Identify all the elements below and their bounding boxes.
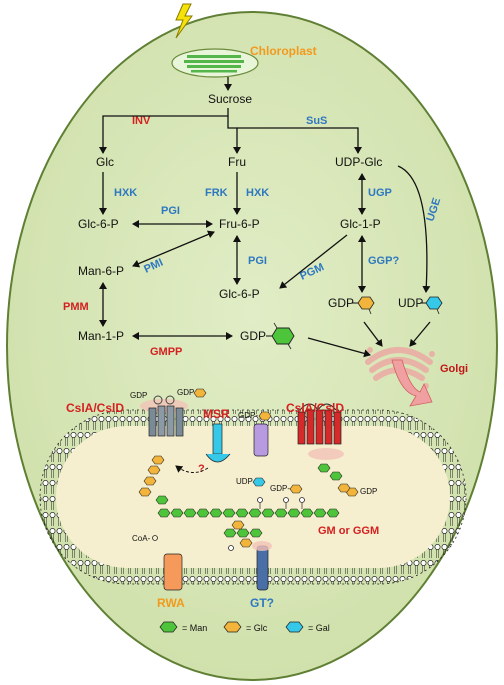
fru6p-label: Fru-6-P — [219, 217, 260, 231]
golgi-label: Golgi — [440, 363, 468, 375]
gdp-mid: GDP- — [238, 411, 258, 420]
ugp-label: UGP — [368, 187, 392, 199]
rwa-icon — [163, 553, 183, 591]
msr-icon — [205, 423, 231, 463]
legend-gal-label: = Gal — [308, 623, 330, 633]
golgi-icon — [365, 347, 435, 407]
legend-man-label: = Man — [182, 623, 207, 633]
chloroplast-icon — [171, 48, 259, 78]
sus-label: SuS — [306, 115, 327, 127]
gdp-lower: GDP- — [270, 484, 290, 493]
gdp-man-label: GDP — [240, 329, 266, 343]
csla-csld-right-icon — [297, 403, 344, 460]
purple-transporter-icon — [253, 423, 269, 457]
product-label: GM or GGM — [318, 525, 379, 537]
frk-label: FRK — [205, 187, 228, 199]
csla-csld-left-icon — [140, 395, 188, 437]
pgi-label-2: PGI — [248, 255, 267, 267]
glc6p-b-label: Glc-6-P — [219, 287, 260, 301]
pgi-label-1: PGI — [161, 205, 180, 217]
glc6p-label: Glc-6-P — [78, 217, 119, 231]
gmpp-label: GMPP — [150, 346, 182, 358]
sucrose-label: Sucrose — [208, 92, 252, 106]
gdp-top-1: GDP — [130, 391, 147, 400]
polysaccharide-chain — [138, 455, 351, 551]
gdp-top-2: GDP- — [177, 388, 197, 397]
udp-glc-label: UDP-Glc — [335, 155, 382, 169]
udp-gal-label: UDP — [398, 296, 423, 310]
chloroplast-label: Chloroplast — [250, 44, 317, 58]
legend-glc-label: = Glc — [246, 623, 268, 633]
man1p-label: Man-1-P — [78, 329, 124, 343]
sugar-icons-membrane — [193, 388, 359, 497]
mannose-icon — [159, 621, 178, 633]
glc-label: Glc — [96, 155, 114, 169]
glc1p-label: Glc-1-P — [340, 217, 381, 231]
man6p-label: Man-6-P — [78, 264, 124, 278]
gdp-glc-icon — [352, 296, 375, 315]
csl-right-label: CslA/CslD — [286, 401, 344, 415]
gt-label: GT? — [250, 596, 274, 610]
gt-icon — [252, 541, 272, 591]
inv-label: INV — [132, 115, 151, 127]
lightning-icon — [175, 3, 193, 39]
gdp-man-icon — [266, 322, 295, 350]
gdp-glc-label: GDP — [328, 296, 354, 310]
hxk-label-2: HXK — [246, 187, 269, 199]
csl-left-label: CslA/CslD — [66, 401, 124, 415]
pmm-label: PMM — [63, 301, 89, 313]
legend: = Man = Glc = Gal — [159, 621, 330, 633]
glucose-icon — [223, 621, 242, 633]
hxk-label-1: HXK — [114, 187, 137, 199]
gdp-right: GDP — [360, 487, 377, 496]
pathway-arrows — [99, 77, 431, 358]
udp-gal-icon — [420, 296, 443, 315]
msr-label: MSR — [203, 407, 230, 421]
rwa-label: RWA — [157, 596, 185, 610]
fru-label: Fru — [228, 155, 246, 169]
udp-mid: UDP- — [236, 477, 256, 486]
msr-question: ? — [198, 463, 205, 475]
coa-label: CoA- — [132, 534, 151, 543]
galactose-icon — [285, 621, 304, 633]
ggp-label: GGP? — [368, 255, 399, 267]
membrane-vesicle — [39, 409, 467, 585]
